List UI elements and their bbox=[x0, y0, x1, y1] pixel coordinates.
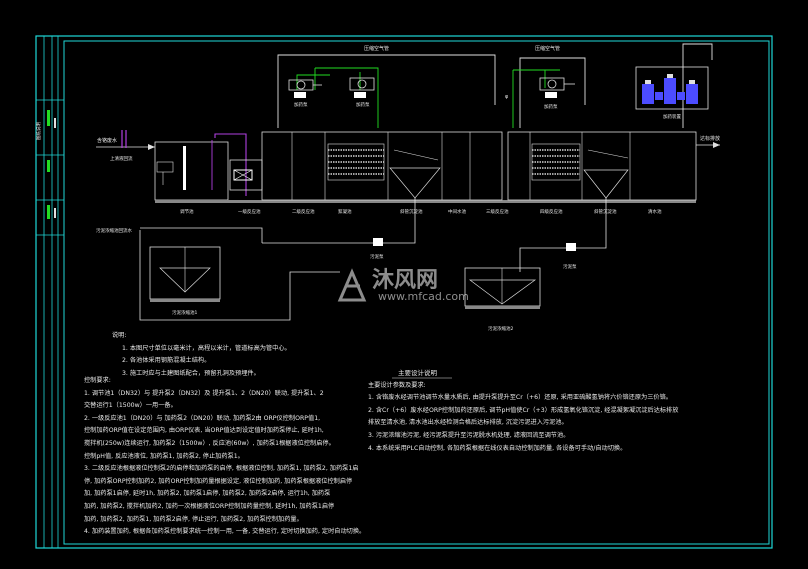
sludge-pump-1-label: 污泥泵 bbox=[370, 253, 384, 260]
notes-design-title: 主要设计说明 bbox=[398, 369, 437, 377]
sludge-thickener-2: 污泥浓缩池2 bbox=[464, 267, 541, 332]
settler-tubes-1 bbox=[327, 143, 441, 199]
air-pipe-label-2: 压缩空气管 bbox=[535, 45, 560, 52]
drain-label: 污泥浓缩池回流水 bbox=[96, 227, 132, 234]
tank-label-8: 四级反应池 bbox=[540, 208, 563, 215]
pump-2-label: 加药泵 bbox=[356, 101, 370, 108]
tank-label-2: 一级反应池 bbox=[238, 208, 261, 215]
pump-3: 加药泵 bbox=[539, 77, 575, 110]
notes-control-line: 3. 二级反应池根据液位控制泵2的启停和加药泵的启停, 根据液位控制, 加药泵1… bbox=[84, 465, 359, 473]
notes-general-title: 说明: bbox=[112, 332, 127, 339]
left-title-bar: 图纸说明 bbox=[35, 36, 64, 548]
notes-control-line: 搅拌机(250w)连续运行, 加药泵2（1500w）, 反应池(60w）, 加药… bbox=[84, 439, 335, 447]
notes-control-line: 加, 加药泵1启停, 延时1h, 加药泵2, 加药泵1启停, 加药泵2, 加药泵… bbox=[84, 490, 331, 498]
dosing-unit: 加药装置 bbox=[635, 66, 709, 120]
notes-design-line: 1. 含铬废水经调节池调节水量水质后, 由提升泵提升至Cr（+6）还原, 采用亚… bbox=[368, 394, 672, 402]
notes-control-line: 加药, 加药泵2, 加药泵1, 加药泵2启停, 停止运行, 加药泵2, 加药泵控… bbox=[84, 515, 303, 523]
tank-label-9: 斜管沉淀池 bbox=[594, 208, 617, 215]
pump-2: 加药泵 bbox=[349, 77, 375, 108]
watermark-brand: 沐风网 bbox=[372, 268, 439, 293]
sludge-thickener-1: 污泥浓缩池1 bbox=[149, 246, 221, 316]
notes-design-line: 2. 含Cr（+6）废水经ORP控制加药还原后, 调节pH值使Cr（+3）形成氢… bbox=[368, 406, 679, 414]
side-label: 上清液回流 bbox=[110, 155, 133, 162]
air-pipes: 压缩空气管 压缩空气管 φ bbox=[277, 43, 713, 128]
watermark-url: www.mfcad.com bbox=[378, 290, 469, 303]
sludge1-label: 污泥浓缩池1 bbox=[172, 309, 197, 316]
notes-design: 主要设计说明 主要设计参数及要求: 1. 含铬废水经调节池调节水量水质后, 由提… bbox=[368, 367, 679, 455]
notes-general-item: 2. 各池体采用钢筋混凝土结构。 bbox=[122, 357, 211, 365]
notes-control-line: 1. 调节池1（DN32）与 提升泵2（DN32）及 提升泵1、2（DN20）联… bbox=[84, 389, 324, 397]
tank-train: 含铬废水 上清液回流 bbox=[96, 130, 720, 215]
phi-label: φ bbox=[505, 94, 509, 100]
outer-frame bbox=[35, 35, 773, 549]
inner-frame bbox=[63, 40, 770, 545]
notes-control-line: 交替运行1（1500w）一用一备。 bbox=[84, 402, 177, 410]
notes-control: 控制要求: 1. 调节池1（DN32）与 提升泵2（DN32）及 提升泵1、2（… bbox=[84, 375, 365, 539]
tank-label-4: 絮凝池 bbox=[338, 208, 352, 215]
tank-label-6: 中间水池 bbox=[448, 208, 466, 215]
settler-tubes-2 bbox=[531, 143, 629, 199]
dosing-unit-label: 加药装置 bbox=[663, 113, 681, 120]
notes-control-line: 4. 加药装置加药, 根据各加药泵控制要求统一控制一用, 一备, 交替运行, 定… bbox=[84, 528, 366, 536]
pump-3-label: 加药泵 bbox=[544, 103, 558, 110]
notes-design-line: 3. 污泥浓缩池污泥, 经污泥泵提升至污泥脱水机处理, 滤液回流至调节池。 bbox=[368, 431, 570, 439]
tank-label-5: 斜管沉淀池 bbox=[400, 208, 423, 215]
sludge-pump-2-label: 污泥泵 bbox=[563, 263, 577, 270]
notes-design-subtitle: 主要设计参数及要求: bbox=[368, 381, 426, 389]
sludge2-label: 污泥浓缩池2 bbox=[488, 325, 513, 332]
notes-design-line: 4. 本系统采用PLC自动控制, 各加药泵根据在线仪表自动控制加药量, 各设备可… bbox=[368, 444, 627, 452]
inlet-label: 含铬废水 bbox=[97, 137, 117, 144]
watermark: 沐风网 www.mfcad.com bbox=[330, 262, 480, 310]
notes-control-line: 2. 一级反应池1（DN20）与 加药泵2（DN20）联动, 加药泵2由 ORP… bbox=[84, 414, 321, 422]
notes-control-title: 控制要求: bbox=[84, 377, 111, 384]
notes-design-line: 排放至清水池, 清水池出水经检测合格后达标排放, 沉淀污泥进入污泥池。 bbox=[368, 419, 568, 427]
notes-general-item: 1. 本图尺寸单位以毫米计，高程以米计，管道标高为管中心。 bbox=[122, 344, 291, 352]
tank-label-10: 清水池 bbox=[648, 208, 662, 215]
air-pipe-label-1: 压缩空气管 bbox=[364, 45, 389, 52]
notes-control-line: 控制pH值, 反应池液位, 加药泵1, 加药泵2, 停止加药泵1。 bbox=[84, 452, 244, 460]
pump-1: 加药泵 bbox=[288, 79, 322, 108]
notes-control-line: 控制加药ORP值在设定范围内, 由ORP仪表, 当ORP值达到设定值时加药泵停止… bbox=[84, 427, 324, 435]
notes-general-item: 3. 施工时应与土建图纸配合，预留孔洞及预埋件。 bbox=[122, 369, 260, 377]
tank-label-1: 调节池 bbox=[180, 208, 194, 215]
outlet-label: 达标排放 bbox=[700, 135, 720, 142]
notes-control-line: 停, 加药泵ORP控制加药2, 加药ORP控制加药量根据设定, 液位控制加药, … bbox=[84, 477, 353, 485]
tank-label-7: 三级反应池 bbox=[486, 208, 509, 215]
notes-control-line: 加药, 加药泵2, 搅拌机加药2, 加药一次根据液位ORP控制加药量控制, 延时… bbox=[84, 502, 335, 510]
sludge-lines: 污泥浓缩池回流水 污泥泵 污泥泵 bbox=[96, 198, 607, 321]
pump-1-label: 加药泵 bbox=[294, 101, 308, 108]
left-bar-text: 图纸说明 bbox=[35, 122, 42, 140]
tank-label-3: 二级反应池 bbox=[292, 208, 315, 215]
notes-general: 说明: 1. 本图尺寸单位以毫米计，高程以米计，管道标高为管中心。 2. 各池体… bbox=[112, 330, 291, 380]
dosing-pumps: 加药泵 加药泵 加药泵 加药装置 bbox=[288, 66, 709, 120]
